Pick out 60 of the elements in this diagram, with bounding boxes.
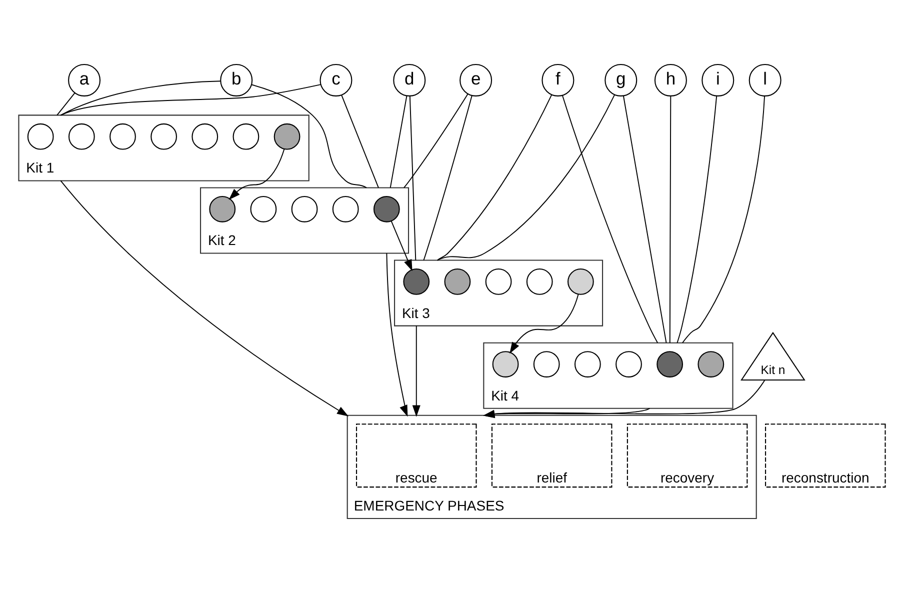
node-circle: [526, 268, 553, 294]
connector: [562, 94, 658, 343]
node-circle: [698, 350, 724, 377]
connector: [404, 92, 468, 188]
connector: [423, 94, 472, 260]
node-circle: f: [542, 63, 574, 96]
node-circle: [110, 122, 136, 150]
connector: [390, 94, 408, 188]
node-box: rescue: [356, 423, 477, 488]
node-circle: [68, 122, 95, 150]
node-circle: [332, 195, 359, 222]
node-circle: d: [393, 63, 426, 96]
arrow: [390, 220, 412, 271]
node-circle: [492, 350, 519, 377]
node-circle: l: [748, 63, 782, 96]
node-circle: i: [702, 63, 734, 96]
node-circle: [274, 122, 300, 150]
connector: [622, 94, 667, 343]
node-circle: [616, 350, 642, 377]
arrow: [412, 324, 420, 416]
connector: [676, 95, 718, 343]
node-circle: [444, 268, 471, 294]
node-circle: [291, 195, 318, 222]
connector: [409, 95, 416, 260]
node-circle: [533, 350, 560, 377]
connector: [341, 94, 379, 188]
node-circle: [250, 195, 277, 222]
node-circle: a: [68, 63, 101, 96]
node-box: reconstruction: [765, 423, 886, 488]
node-circle: [209, 195, 236, 222]
node-circle: e: [460, 63, 492, 96]
node-circle: [485, 268, 512, 294]
connector: [682, 95, 766, 343]
connector: [251, 84, 368, 188]
node-circle: h: [654, 63, 687, 96]
node-circle: [656, 350, 684, 377]
node-circle: c: [320, 63, 352, 96]
node-circle: [403, 268, 430, 294]
arrow: [228, 148, 285, 200]
node-circle: [27, 122, 54, 150]
node-circle: [574, 350, 601, 377]
node-circle: [568, 268, 594, 294]
connector: [669, 95, 672, 343]
connector: [60, 84, 322, 116]
arrow: [386, 252, 408, 416]
node-circle: g: [604, 63, 638, 96]
node-box: recovery: [626, 423, 748, 488]
node-circle: [150, 122, 178, 150]
node-circle: b: [220, 63, 253, 96]
node-circle: [373, 195, 400, 222]
connector: [436, 94, 552, 260]
connector: [56, 92, 76, 116]
node-circle: [232, 122, 260, 150]
node-circle: [192, 122, 218, 150]
arrow: [60, 180, 349, 416]
cluster: Kit 1: [18, 114, 310, 181]
connector: [436, 94, 616, 260]
node-box: relief: [491, 423, 612, 488]
arrow: [510, 293, 579, 354]
connector: [60, 80, 221, 116]
